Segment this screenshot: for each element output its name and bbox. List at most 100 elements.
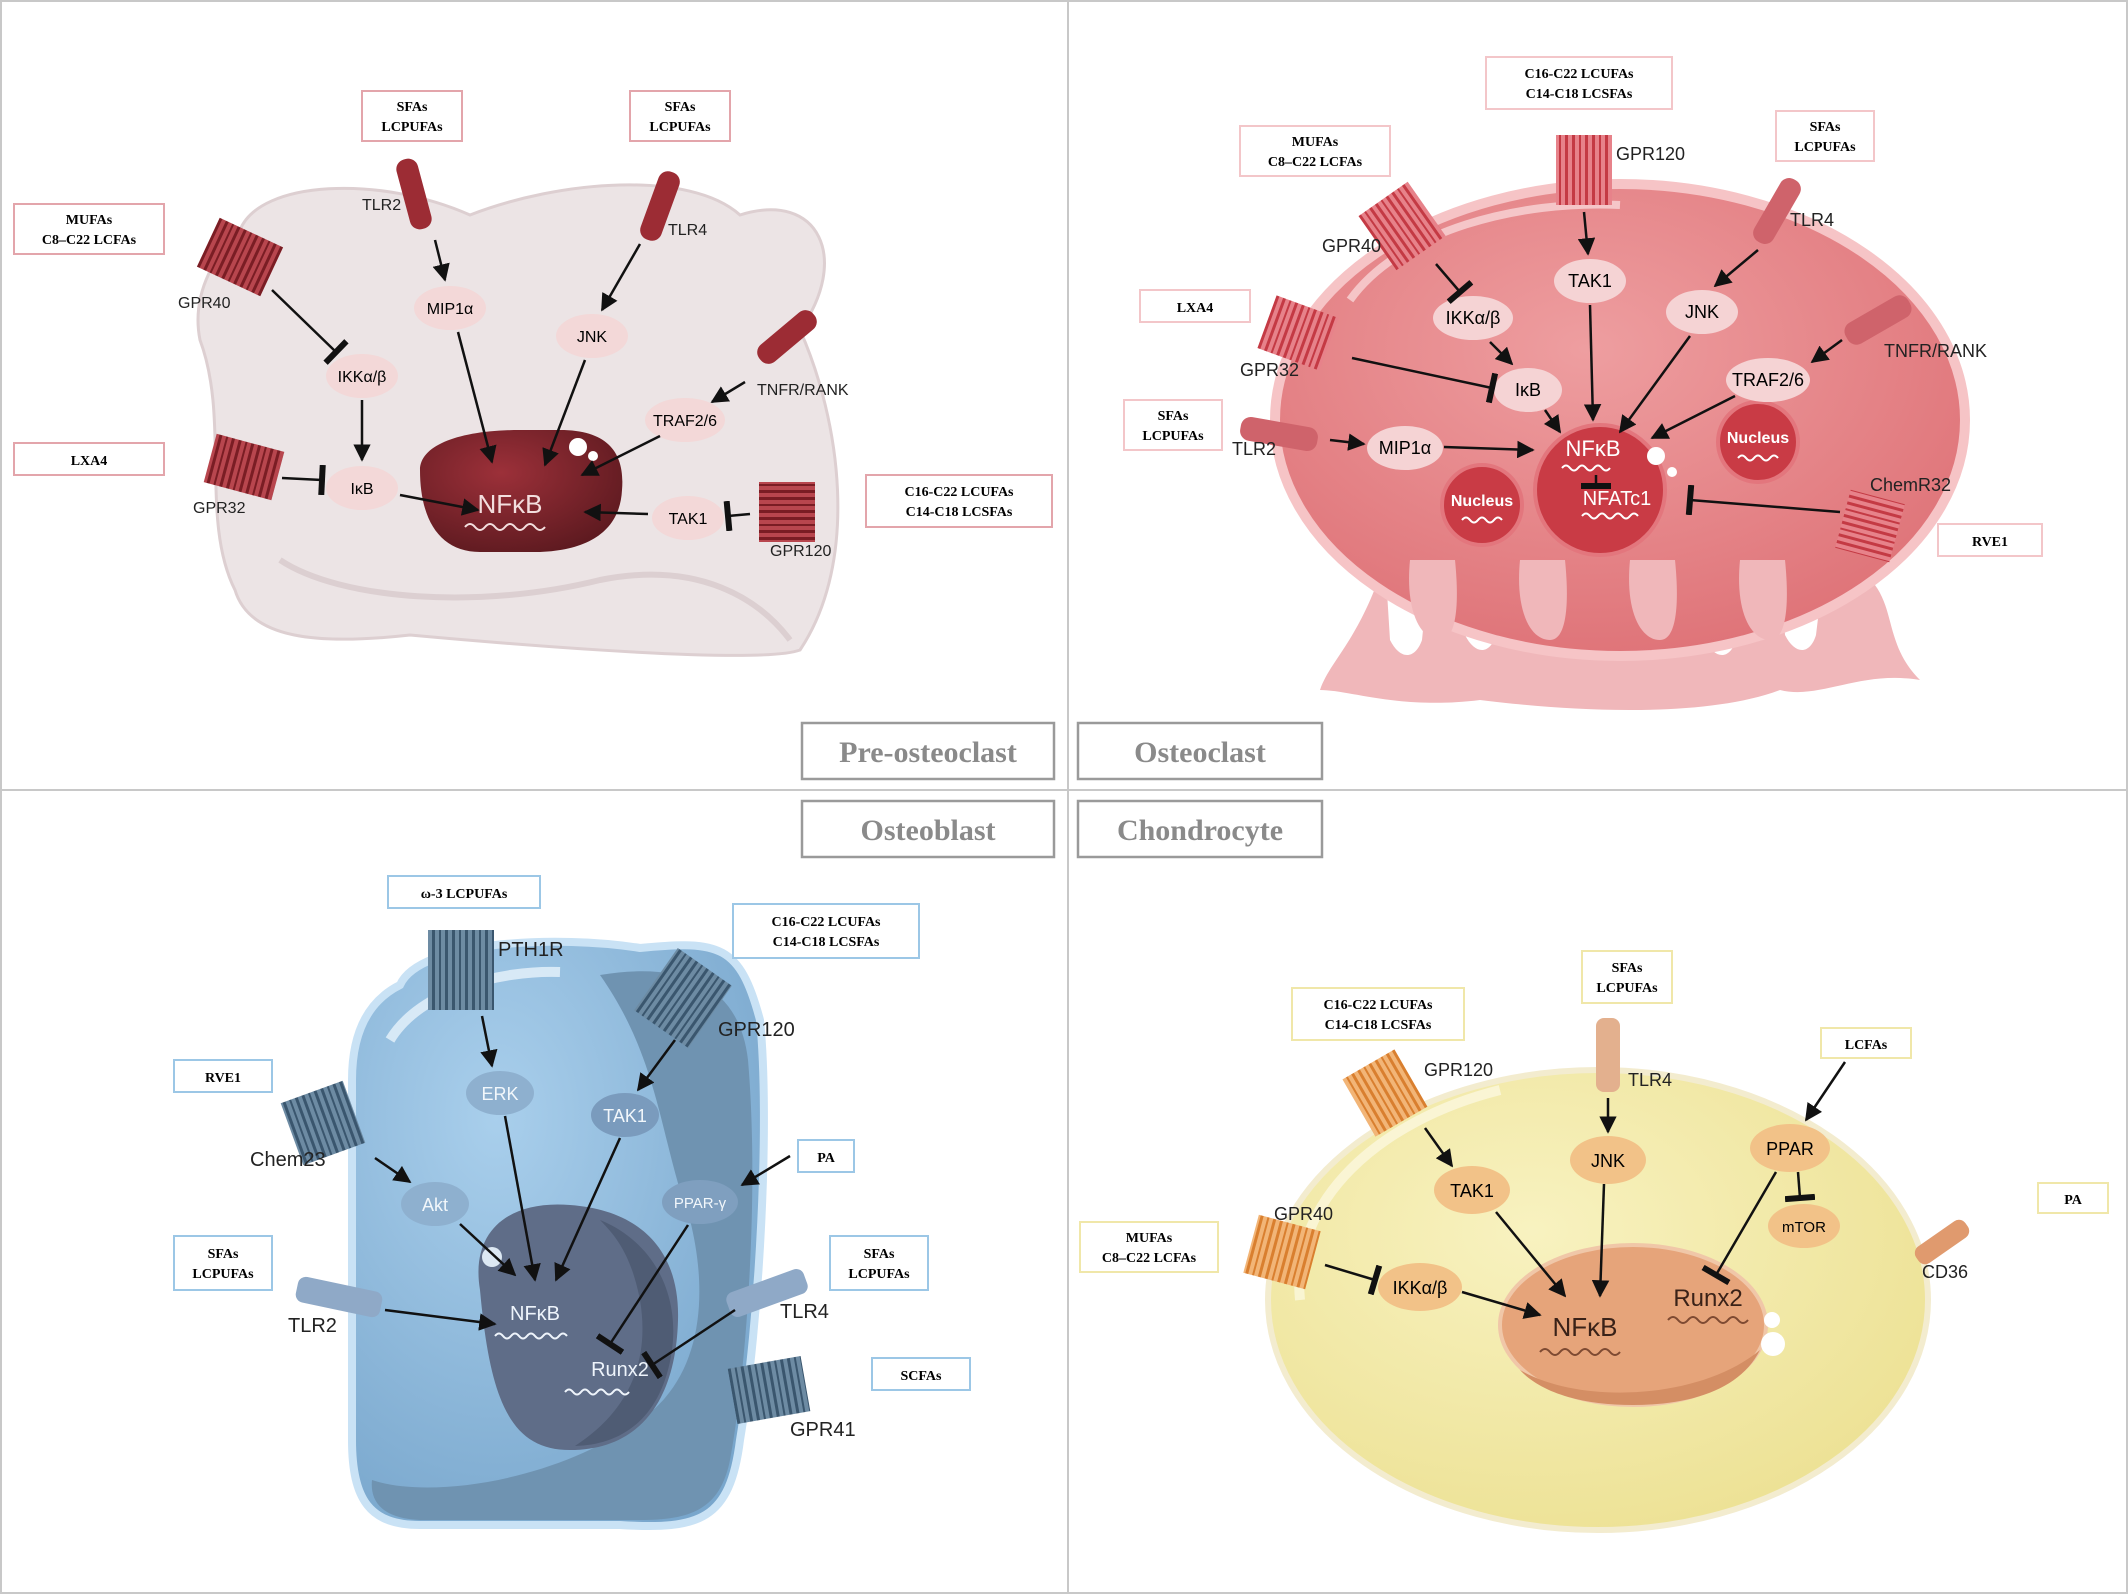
svg-text:SFAs: SFAs [864, 1247, 895, 1262]
ligand-box-mufas: MUFAs C8–C22 LCFAs [13, 203, 165, 255]
svg-text:C16-C22 LCUFAs: C16-C22 LCUFAs [1323, 998, 1433, 1013]
tnfr-receptor-icon [757, 310, 817, 364]
svg-text:GPR41: GPR41 [790, 1419, 856, 1441]
svg-text:LXA4: LXA4 [71, 454, 108, 469]
svg-text:C8–C22 LCFAs: C8–C22 LCFAs [42, 233, 137, 248]
ch-ligand-box-c16: C16-C22 LCUFAs C14-C18 LCSFAs [1291, 987, 1465, 1041]
oc-tak1-node [1554, 259, 1626, 303]
ligand-box-sfas-tlr4: SFAs LCPUFAs [629, 90, 731, 142]
svg-text:LCPUFAs: LCPUFAs [381, 120, 443, 135]
ob-ligand-box-scfas: SCFAs [871, 1357, 971, 1391]
svg-text:TAK1: TAK1 [1450, 1181, 1494, 1201]
svg-text:PPAR-γ: PPAR-γ [674, 1195, 727, 1212]
svg-text:NFATc1: NFATc1 [1583, 488, 1652, 510]
svg-text:SFAs: SFAs [1158, 409, 1189, 424]
svg-text:LCPUFAs: LCPUFAs [848, 1267, 910, 1282]
ch-ligand-box-mufas: MUFAs C8–C22 LCFAs [1079, 1221, 1219, 1273]
pre-osteoclast-nucleus [420, 430, 623, 552]
svg-text:GPR40: GPR40 [1322, 236, 1381, 256]
svg-text:TAK1: TAK1 [669, 511, 708, 528]
svg-text:JNK: JNK [577, 329, 608, 346]
ch-mtor-node [1768, 1204, 1840, 1248]
svg-text:LCPUFAs: LCPUFAs [1142, 429, 1204, 444]
oc-gpr40-receptor-icon [1358, 181, 1446, 271]
svg-text:SFAs: SFAs [665, 100, 696, 115]
svg-text:CD36: CD36 [1922, 1262, 1968, 1282]
tlr2-receptor-icon [396, 158, 432, 230]
svg-text:MUFAs: MUFAs [1126, 1231, 1173, 1246]
svg-text:SFAs: SFAs [1612, 961, 1643, 976]
nucleus-right [1716, 400, 1800, 484]
title-chondrocyte: Chondrocyte [1117, 814, 1283, 847]
svg-text:Runx2: Runx2 [1673, 1285, 1742, 1312]
svg-text:GPR32: GPR32 [193, 500, 246, 517]
tak1-node [652, 496, 724, 540]
panel-titles: Pre-osteoclast Osteoclast Osteoblast Cho… [800, 721, 1324, 859]
title-pre-osteoclast: Pre-osteoclast [839, 736, 1017, 769]
svg-text:PA: PA [817, 1151, 836, 1166]
svg-text:GPR120: GPR120 [718, 1019, 795, 1041]
svg-text:TNFR/RANK: TNFR/RANK [1884, 341, 1987, 361]
gpr120-receptor-icon [759, 482, 815, 542]
svg-text:NFκB: NFκB [1553, 1312, 1618, 1342]
svg-text:IκB: IκB [350, 481, 373, 498]
ob-ligand-box-c16: C16-C22 LCUFAs C14-C18 LCSFAs [732, 903, 920, 959]
ch-jnk-node [1570, 1136, 1646, 1184]
svg-text:C14-C18 LCSFAs: C14-C18 LCSFAs [1526, 87, 1633, 102]
ligand-box-c16: C16-C22 LCUFAs C14-C18 LCSFAs [865, 474, 1053, 528]
svg-text:SFAs: SFAs [208, 1247, 239, 1262]
svg-text:Nucleus: Nucleus [1451, 493, 1513, 510]
svg-text:PA: PA [2064, 1193, 2083, 1208]
svg-text:GPR32: GPR32 [1240, 360, 1299, 380]
svg-text:SFAs: SFAs [397, 100, 428, 115]
ch-tlr4-receptor-icon [1596, 1018, 1620, 1092]
svg-text:IKKα/β: IKKα/β [1446, 308, 1501, 328]
oc-ikb-node [1494, 368, 1562, 412]
ob-chem23-receptor-icon [280, 1080, 366, 1166]
svg-text:Chem23: Chem23 [250, 1149, 326, 1171]
svg-text:TNFR/RANK: TNFR/RANK [757, 382, 849, 399]
oc-mip1a-node [1367, 426, 1443, 470]
oc-gpr120-receptor-icon [1556, 135, 1612, 205]
svg-text:JNK: JNK [1685, 302, 1719, 322]
gpr40-receptor-icon [196, 217, 284, 297]
svg-text:JNK: JNK [1591, 1151, 1625, 1171]
svg-text:TLR2: TLR2 [288, 1315, 337, 1337]
pre-osteoclast-edges [271, 239, 751, 532]
svg-text:GPR120: GPR120 [1616, 144, 1685, 164]
svg-text:TRAF2/6: TRAF2/6 [1732, 370, 1804, 390]
svg-text:C16-C22 LCUFAs: C16-C22 LCUFAs [904, 485, 1014, 500]
svg-text:mTOR: mTOR [1782, 1219, 1826, 1236]
svg-text:MUFAs: MUFAs [1292, 135, 1339, 150]
svg-text:C16-C22 LCUFAs: C16-C22 LCUFAs [1524, 67, 1634, 82]
svg-text:TLR4: TLR4 [668, 222, 707, 239]
ch-ppar-node [1750, 1124, 1830, 1172]
svg-text:ERK: ERK [481, 1084, 518, 1104]
oc-gpr32-receptor-icon [1257, 295, 1339, 371]
svg-text:C16-C22 LCUFAs: C16-C22 LCUFAs [771, 915, 881, 930]
nucleus-center [1533, 423, 1667, 557]
osteoclast-edges [1329, 211, 1843, 516]
ligand-box-lxa4: LXA4 [13, 442, 165, 476]
ch-ikk-node [1378, 1263, 1462, 1311]
ch-ligand-box-pa: PA [2037, 1182, 2109, 1214]
ob-ligand-box-sfas-tlr2: SFAs LCPUFAs [173, 1235, 273, 1291]
svg-text:SCFAs: SCFAs [901, 1369, 943, 1384]
svg-text:GPR120: GPR120 [1424, 1060, 1493, 1080]
svg-text:LXA4: LXA4 [1177, 301, 1214, 316]
svg-text:TLR4: TLR4 [780, 1301, 829, 1323]
oc-ligand-box-rve1: RVE1 [1937, 523, 2043, 557]
chondrocyte-edges [1324, 1061, 1847, 1319]
ob-tak1-node [591, 1093, 659, 1137]
oc-ikk-node [1433, 296, 1513, 340]
oc-tlr4-receptor-icon [1753, 177, 1801, 245]
svg-text:TLR2: TLR2 [362, 197, 401, 214]
chondrocyte-panel: NFκB Runx2 SFAs LCPUFAs C16-C22 LCUFAs C… [1079, 950, 2109, 1533]
ob-gpr120-receptor-icon [634, 947, 732, 1049]
ob-ligand-box-omega3: ω-3 LCPUFAs [387, 875, 541, 909]
ch-gpr120-receptor-icon [1342, 1049, 1428, 1137]
jnk-node [556, 314, 628, 358]
oc-ligand-box-mufas: MUFAs C8–C22 LCFAs [1239, 125, 1391, 177]
svg-text:GPR40: GPR40 [1274, 1204, 1333, 1224]
svg-text:SFAs: SFAs [1810, 120, 1841, 135]
